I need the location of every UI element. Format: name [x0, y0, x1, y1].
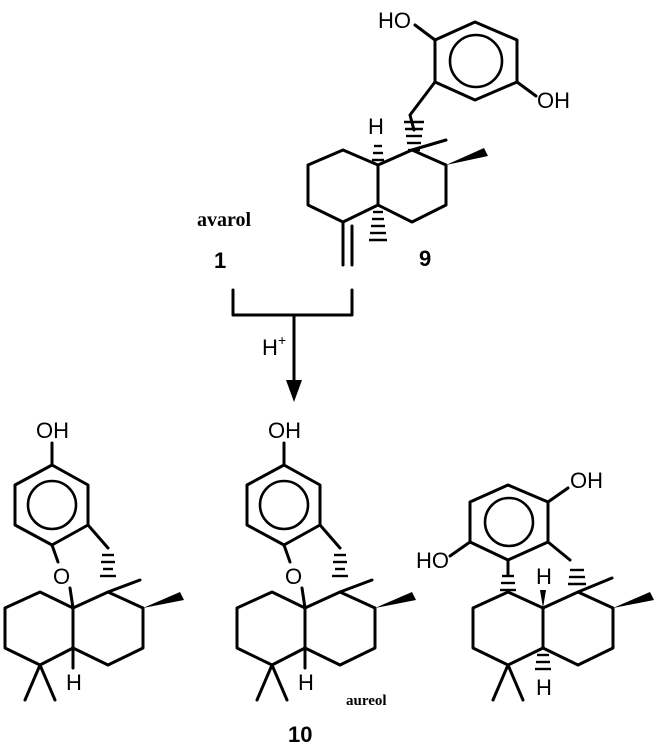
product-right-ho: HO	[416, 548, 449, 573]
product-right-h-top: H	[536, 564, 552, 589]
wedge-methyl-c8	[446, 148, 488, 165]
product-aureol: OH O H aureol 10	[235, 418, 416, 747]
methyl-c9	[410, 138, 448, 152]
product-left: OH O H	[3, 418, 184, 702]
bond-oh-right	[515, 80, 538, 98]
hash-methyl-c5	[369, 210, 387, 242]
product-left-h: H	[66, 670, 82, 695]
reaction-arrow: H +	[231, 288, 354, 402]
reagent-charge: +	[278, 332, 286, 348]
oh-top-label: HO	[378, 8, 411, 33]
product-left-o: O	[53, 564, 70, 589]
hash-bond-h	[372, 144, 384, 162]
h-ringfusion-label: H	[368, 114, 384, 139]
product-right-h-bottom: H	[536, 675, 552, 700]
product-right-aromatic-ring	[468, 483, 550, 562]
oh-right-label: OH	[537, 88, 570, 113]
reagent-symbol: H	[262, 335, 278, 360]
benzylic-link	[408, 80, 437, 132]
avarol-number: 1	[214, 248, 226, 273]
compound-10-number: 10	[288, 722, 312, 747]
bond-ho-top	[413, 23, 437, 42]
aureol-name: aureol	[346, 693, 387, 709]
product-left-aromatic-ring	[13, 463, 90, 547]
starting-material-avarol: HO OH H	[197, 8, 570, 273]
hydroquinone-ring	[433, 20, 519, 102]
product-right: OH HO H	[416, 468, 654, 702]
product-right-oh: OH	[570, 468, 603, 493]
product-aureol-o: O	[285, 564, 302, 589]
avarol-name: avarol	[197, 209, 252, 231]
compound-9-number: 9	[419, 246, 431, 271]
product-aureol-h: H	[298, 670, 314, 695]
product-left-oh: OH	[36, 418, 69, 443]
product-aureol-aromatic-ring	[245, 463, 322, 547]
product-aureol-oh: OH	[268, 418, 301, 443]
